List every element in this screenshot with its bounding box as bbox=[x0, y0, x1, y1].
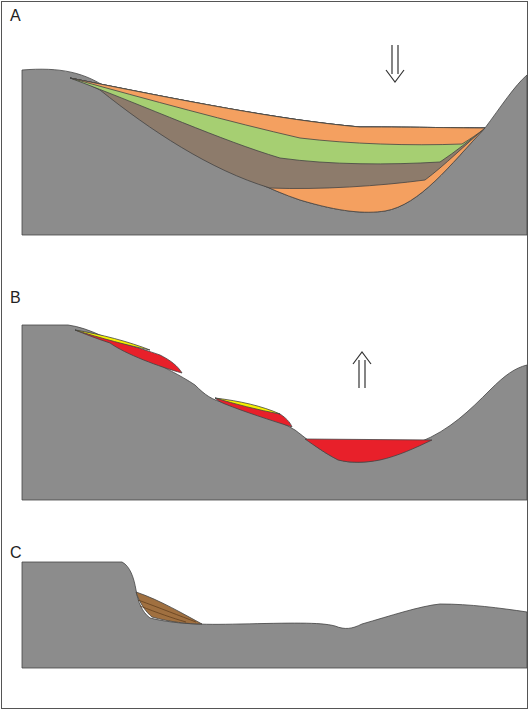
subsidence-arrow bbox=[386, 45, 404, 82]
slope-deposit bbox=[75, 330, 150, 350]
panel-letter: A bbox=[10, 8, 21, 24]
bedrock bbox=[22, 562, 527, 668]
bedrock bbox=[22, 325, 527, 500]
sediment-layer bbox=[70, 78, 485, 189]
panel-a bbox=[22, 45, 527, 235]
sediment-layer bbox=[70, 78, 485, 164]
talus-wedge bbox=[136, 592, 202, 624]
panel-b bbox=[22, 325, 527, 500]
slope-deposit bbox=[215, 398, 280, 414]
sediment-layer bbox=[70, 78, 485, 145]
slope-deposit bbox=[215, 398, 292, 427]
uplift-arrow bbox=[353, 352, 371, 388]
panel-c bbox=[22, 562, 527, 668]
bedrock bbox=[22, 69, 527, 235]
panel-letter: B bbox=[10, 290, 21, 306]
valley-fill bbox=[305, 439, 432, 462]
slope-deposit bbox=[75, 330, 182, 373]
talus-wedge bbox=[138, 600, 196, 622]
panel-letter: C bbox=[10, 545, 22, 561]
sediment-layer bbox=[70, 78, 485, 212]
